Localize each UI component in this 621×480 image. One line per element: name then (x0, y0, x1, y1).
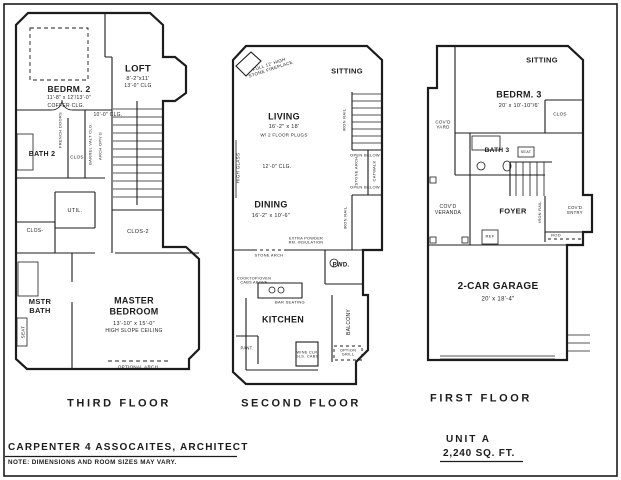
room-label-bedrm3: BEDRM. 3 (496, 89, 542, 100)
note-coffer-clg: COFFER CLG. (47, 103, 85, 110)
stone-fireplace (235, 51, 262, 77)
note-stone-arch-v: STONE ARCH (353, 156, 359, 186)
room-label-sitting-1f: SITTING (526, 55, 558, 65)
kitchen-counter (245, 298, 318, 371)
room-label-clos-b: CLOS- (26, 228, 44, 235)
room-label-clos-2: CLOS-2 (127, 228, 149, 235)
sheet-border (3, 3, 618, 477)
room-label-util: UTIL. (67, 207, 83, 214)
floor-title-third: THIRD FLOOR (67, 397, 171, 410)
note-10ft-clg: 10'-0" CLG. (93, 112, 123, 119)
note-loft-clg: 13'-0" CLG (124, 83, 152, 90)
french-door-arcs (51, 99, 73, 111)
room-label-kitchen: KITCHEN (261, 314, 305, 325)
note-iron-rail-2: IRON RAIL (342, 206, 348, 230)
architect-name: CARPENTER 4 ASSOCAITES, ARCHITECT (8, 442, 249, 453)
room-label-clos-1f: CLOS (553, 111, 567, 117)
room-label-covd-entry: COV'D ENTRY (567, 205, 583, 215)
bath3-sink (476, 161, 486, 171)
note-extra-powder: EXTRA POWDER RM. INSULATION (288, 236, 324, 245)
bath2-tub (16, 133, 34, 171)
coffer-ceiling-outline (29, 27, 89, 81)
room-label-sitting-2f: SITTING (331, 66, 363, 76)
note-open-below-1: OPEN BELOW (350, 152, 380, 158)
room-label-bath3: BATH 3 (484, 147, 510, 155)
dims-master-bedroom: 13'-10" x 15'-0" (113, 320, 155, 327)
bath3-seat-box (517, 146, 535, 158)
note-ref: REF (485, 233, 495, 239)
first-floor-plan (426, 44, 594, 362)
dims-bedrm2: 11'-8" x 12'/13'-0" (47, 95, 91, 102)
note-wine-clr: WINE CLR GLS. CABS (295, 350, 319, 359)
mstr-bath-tub (17, 261, 39, 297)
garage-door (440, 355, 555, 360)
dims-garage: 20' x 18'-4" (481, 296, 515, 303)
room-label-pwd: PWD. (332, 262, 350, 269)
dims-dining: 16'-2" x 10'-6" (251, 212, 291, 219)
note-iron-rail-1: IRON RAIL (341, 108, 347, 132)
dims-loft: 8'-2"x11' (126, 75, 150, 82)
room-label-bath2: BATH 2 (28, 150, 56, 158)
bath3-toilet (502, 160, 512, 172)
note-rod: ROD (551, 232, 561, 238)
cooktop-burner (268, 286, 276, 294)
kitchen-island (257, 282, 303, 299)
entry-steps (567, 334, 590, 352)
note-12ft-clg: 12'-0" CLG. (262, 164, 292, 171)
second-floor-plan (231, 44, 384, 386)
second-floor-stairs (352, 93, 382, 144)
note-open-below-2: OPEN BELOW (350, 184, 380, 190)
room-label-master-bedroom: MASTER BEDROOM (109, 295, 159, 316)
room-label-dining: DINING (254, 199, 288, 210)
note-floor-plugs: W/ 2 FLOOR PLUGS (260, 132, 308, 138)
pwd-toilet (329, 258, 339, 268)
note-catwalk: CATWALK (371, 160, 377, 182)
ref-box (481, 229, 499, 245)
veranda-post (429, 176, 437, 184)
note-bar-seating: BAR SEATING (275, 299, 305, 305)
window-seat (16, 317, 28, 347)
note-cooktop-oven: COOKTOP/OVEN CABS ABOVE (236, 276, 272, 285)
room-label-loft: LOFT (125, 63, 151, 75)
note-seat-1f: SEAT (520, 149, 532, 154)
floor-title-first: FIRST FLOOR (430, 392, 532, 405)
note-seat: SEAT (20, 325, 26, 339)
note-optional-arch: OPTIONAL ARCH (117, 364, 159, 370)
room-label-covd-yard: COV'D YARD (435, 119, 451, 130)
room-label-foyer: FOYER (499, 206, 527, 216)
room-label-garage: 2-CAR GARAGE (457, 281, 539, 293)
wine-cooler-box (295, 341, 319, 367)
room-label-bedrm2: BEDRM. 2 (47, 83, 91, 94)
veranda-post (461, 236, 469, 244)
note-stone-arch-h: STONE ARCH (254, 252, 284, 258)
note-option-grill: OPTION GRILL (339, 348, 357, 357)
note-high-slope: HIGH SLOPE CEILING (105, 328, 163, 335)
note-iron-rail-1f: IRON RAIL (537, 201, 542, 223)
note-barrel-vault: BARREL VALT CLG. (87, 123, 93, 165)
room-label-clos-a: CLOS (70, 154, 84, 160)
room-label-covd-veranda: COV'D VERANDA (434, 204, 462, 216)
dimensions-note: NOTE: DIMENSIONS AND ROOM SIZES MAY VARY… (8, 459, 177, 466)
third-floor-stairs (113, 108, 162, 198)
veranda-post (429, 236, 437, 244)
note-arch-opng: ARCH OPN'G (97, 132, 103, 160)
dims-living: 16'-2" x 18' (268, 123, 300, 130)
area-label: 2,240 SQ. FT. (443, 448, 516, 459)
unit-label: UNIT A (446, 434, 491, 445)
room-label-balcony: BALCONY (346, 309, 353, 335)
dims-bedrm3: 20' x 10'-10"/6' (498, 102, 540, 109)
room-label-pantry: PANT. (240, 345, 254, 351)
bath3-tub (471, 135, 501, 151)
room-label-mstr-bath: MSTR BATH (28, 297, 52, 315)
first-floor-stairs (515, 162, 545, 196)
room-label-living: LIVING (268, 111, 300, 122)
floor-title-second: SECOND FLOOR (241, 397, 361, 410)
note-high-glass: HIGH GLASS (235, 152, 241, 184)
option-grill-box (333, 345, 363, 361)
cooktop-burner (277, 286, 285, 294)
note-french-doors: FRENCH DOORS (57, 111, 63, 149)
third-floor-plan (14, 11, 201, 371)
